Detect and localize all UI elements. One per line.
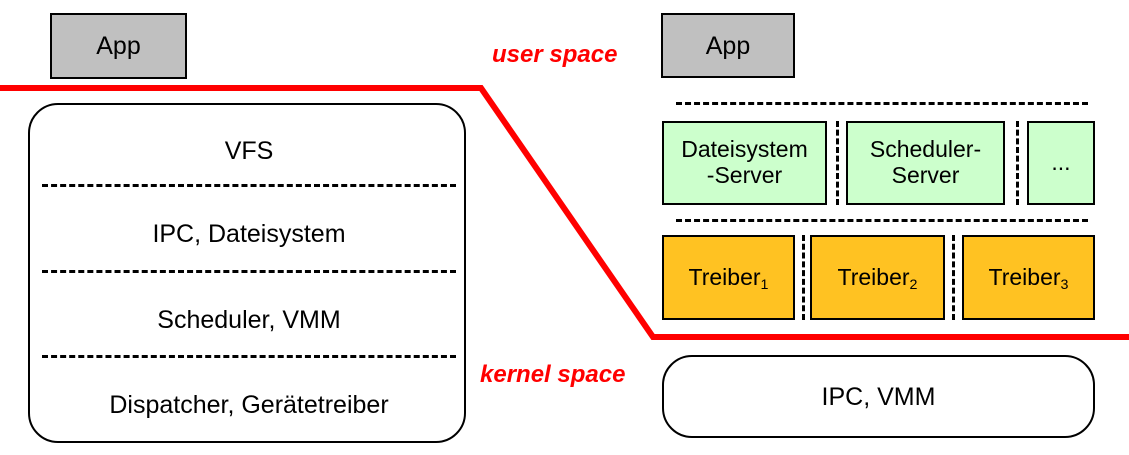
mono-layer-vfs-label: VFS (224, 136, 274, 165)
driver-box-2-label: Treiber2 (837, 263, 918, 294)
driver-box-2: Treiber2 (810, 235, 945, 320)
mono-layer-scheduler-vmm-label: Scheduler, VMM (157, 305, 341, 334)
driver-separator-2 (952, 235, 955, 320)
server-separator-1 (836, 121, 839, 205)
server-box-scheduler-line1: Scheduler- (869, 136, 982, 163)
server-box-ellipsis: ... (1027, 121, 1095, 205)
server-separator-2 (1016, 121, 1019, 205)
server-band-bottom-separator (676, 219, 1088, 222)
microkernel-label: IPC, VMM (821, 382, 936, 411)
microkernel-box: IPC, VMM (662, 355, 1095, 438)
server-box-dateisystem-line1: Dateisystem (681, 136, 808, 163)
mono-separator-2 (42, 270, 456, 273)
mono-separator-3 (42, 355, 456, 358)
server-box-ellipsis-label: ... (1051, 149, 1071, 176)
server-box-dateisystem: Dateisystem -Server (662, 121, 827, 205)
server-box-scheduler: Scheduler- Server (846, 121, 1005, 205)
driver-box-3-label: Treiber3 (988, 263, 1069, 294)
server-box-scheduler-line2: Server (891, 162, 960, 188)
right-app-label: App (705, 31, 751, 60)
driver-box-3: Treiber3 (962, 235, 1095, 320)
mono-layer-ipc-dateisystem: IPC, Dateisystem (30, 212, 468, 256)
server-box-dateisystem-line2: -Server (706, 162, 783, 188)
driver-box-1: Treiber1 (662, 235, 795, 320)
mono-layer-dispatcher-geraetetreiber: Dispatcher, Gerätetreiber (30, 383, 468, 427)
driver-separator-1 (802, 235, 805, 320)
kernel-space-label: kernel space (480, 361, 626, 388)
left-app-box: App (50, 13, 187, 79)
right-app-box: App (661, 13, 795, 78)
mono-separator-1 (42, 184, 456, 187)
driver-box-1-label: Treiber1 (688, 263, 769, 294)
mono-layer-vfs: VFS (30, 125, 468, 177)
mono-layer-ipc-dateisystem-label: IPC, Dateisystem (152, 219, 346, 248)
left-app-label: App (96, 32, 141, 60)
user-space-label: user space (492, 41, 618, 68)
mono-layer-scheduler-vmm: Scheduler, VMM (30, 298, 468, 342)
mono-layer-dispatcher-geraetetreiber-label: Dispatcher, Gerätetreiber (109, 390, 389, 419)
server-band-top-separator (676, 102, 1088, 105)
